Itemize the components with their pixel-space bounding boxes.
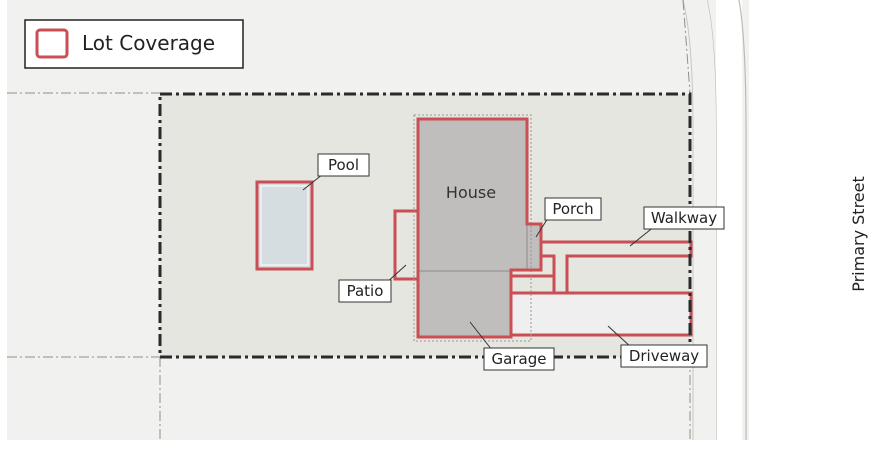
garage-label-box [483, 347, 555, 371]
driveway-area [511, 293, 691, 335]
garage-label: Garage [492, 350, 547, 368]
driveway-label-box [620, 344, 708, 368]
garage-footprint [417, 270, 512, 338]
pool-label: Pool [328, 156, 359, 174]
legend-label: Lot Coverage [82, 31, 215, 55]
walkway-label-box [643, 206, 725, 230]
pool-inner-edge [260, 185, 309, 266]
garage-leader-line [469, 321, 493, 351]
walkway-label: Walkway [651, 209, 717, 227]
street-curb-right [738, 0, 747, 440]
street-label: Primary Street [849, 176, 868, 292]
patio-label-box [338, 279, 392, 303]
house-label: House [446, 183, 496, 202]
driveway-leader-line [607, 325, 633, 349]
patio-area [395, 211, 419, 279]
porch-label: Porch [552, 200, 593, 218]
porch-footprint [526, 223, 542, 271]
legend-swatch [35, 28, 69, 59]
driveway-label: Driveway [629, 347, 699, 365]
building-dotted-boundary [413, 114, 532, 342]
neighbor-lot-line-upper-right [682, 0, 691, 94]
pool-label-box [317, 153, 370, 177]
pool-leader-line [302, 173, 324, 191]
building-coverage-outline [416, 117, 543, 339]
pool-area [255, 180, 314, 271]
walkway-area [541, 242, 691, 256]
road-edge-line [682, 0, 694, 440]
porch-label-box [544, 197, 602, 221]
porch-leader-line [535, 217, 549, 238]
patio-label: Patio [347, 282, 384, 300]
patio-outline [393, 209, 419, 281]
